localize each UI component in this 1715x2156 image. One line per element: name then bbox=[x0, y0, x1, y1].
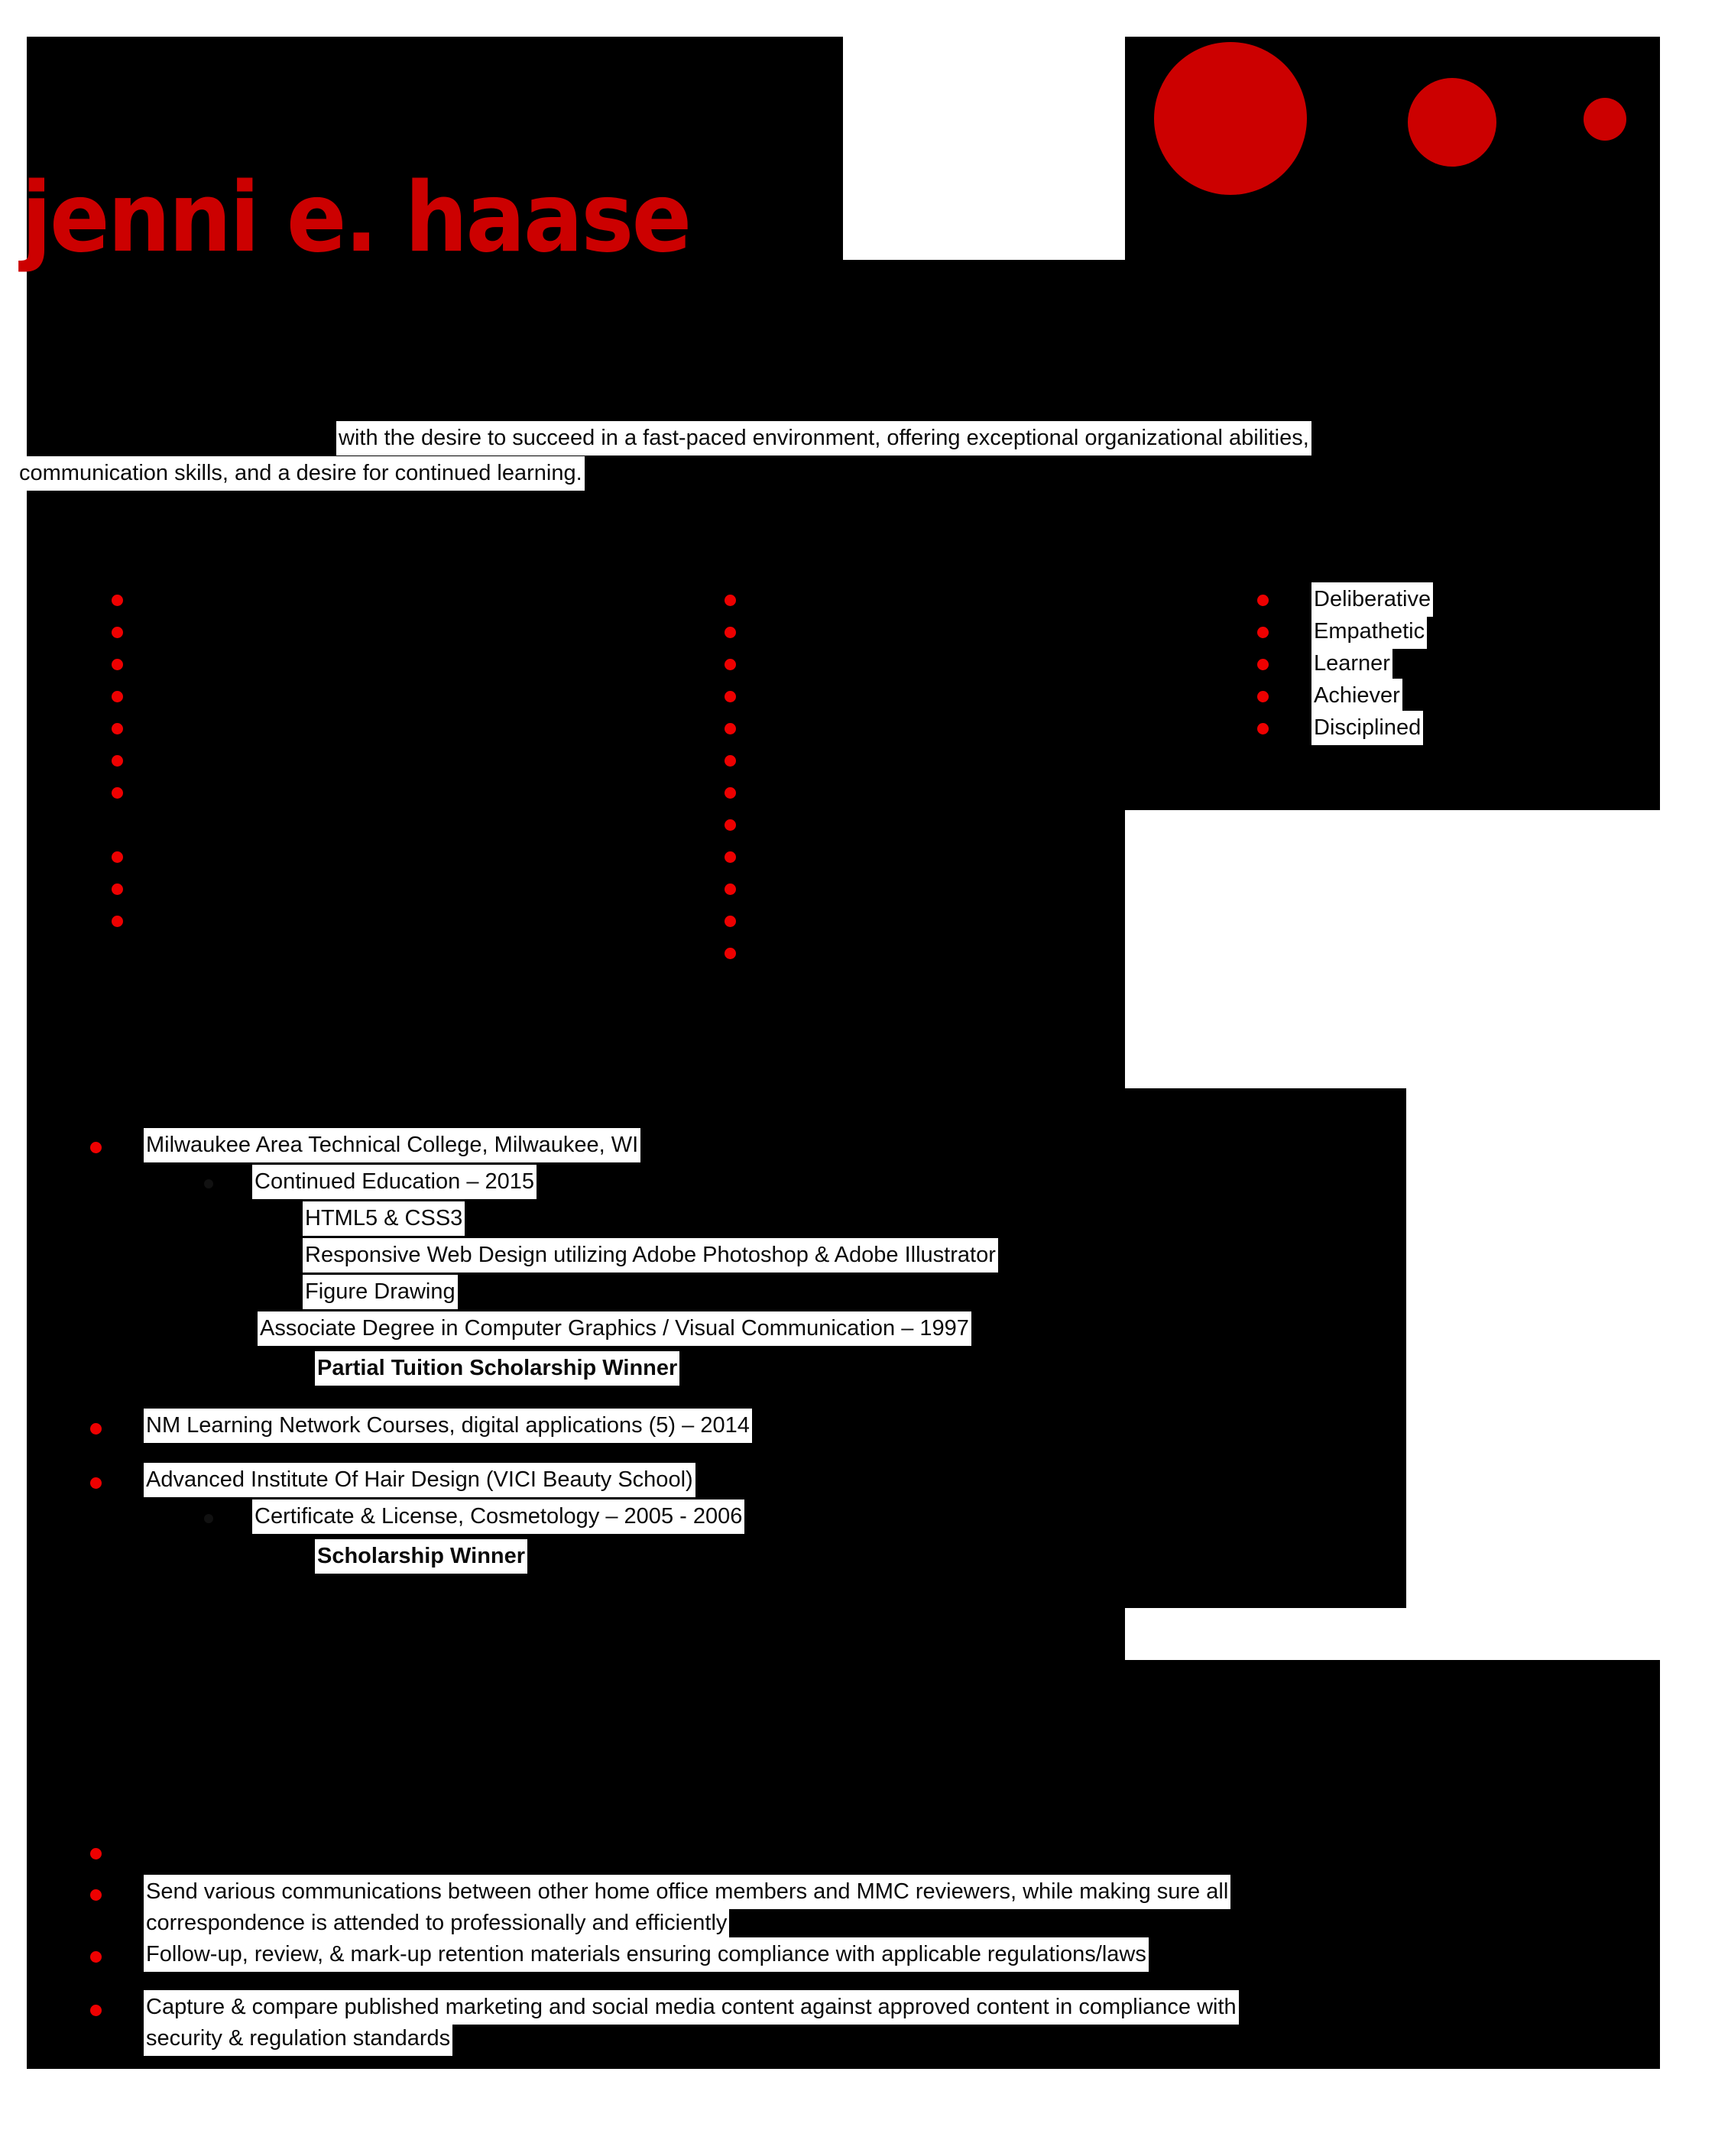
education-school: NM Learning Network Courses, digital app… bbox=[144, 1409, 752, 1443]
education-course: HTML5 & CSS3 bbox=[303, 1201, 465, 1236]
strength-bullet bbox=[1257, 627, 1269, 638]
skill-bullet-col2 bbox=[725, 787, 736, 799]
skill-bullet-col2 bbox=[725, 659, 736, 670]
education-course: Figure Drawing bbox=[303, 1275, 458, 1309]
strength-item: Deliberative bbox=[1311, 582, 1434, 617]
education-subitem: Continued Education – 2015 bbox=[252, 1165, 537, 1199]
experience-bullet bbox=[90, 1848, 102, 1859]
skill-bullet-col2 bbox=[725, 851, 736, 863]
skill-bullet-col2 bbox=[725, 948, 736, 959]
experience-line: Follow-up, review, & mark-up retention m… bbox=[144, 1937, 1149, 1972]
large-red-circle bbox=[1154, 42, 1307, 195]
skill-bullet-col2 bbox=[725, 723, 736, 734]
skill-bullet-col2 bbox=[725, 883, 736, 895]
black-panel-skills bbox=[27, 810, 1125, 1088]
skill-bullet-col1 bbox=[112, 883, 123, 895]
strength-item: Learner bbox=[1311, 647, 1392, 681]
strength-bullet bbox=[1257, 659, 1269, 670]
strength-item: Empathetic bbox=[1311, 614, 1428, 649]
experience-line: security & regulation standards bbox=[144, 2021, 453, 2056]
experience-bullet bbox=[90, 1951, 102, 1963]
experience-bullet bbox=[90, 2005, 102, 2016]
experience-line: correspondence is attended to profession… bbox=[144, 1906, 730, 1940]
education-school: Advanced Institute Of Hair Design (VICI … bbox=[144, 1463, 695, 1497]
education-degree: Associate Degree in Computer Graphics / … bbox=[258, 1311, 971, 1346]
black-panel-top-left bbox=[27, 37, 843, 260]
summary-line-2: communication skills, and a desire for c… bbox=[17, 456, 585, 491]
skill-bullet-col2 bbox=[725, 691, 736, 702]
education-school: Milwaukee Area Technical College, Milwau… bbox=[144, 1128, 641, 1162]
education-subitem: Certificate & License, Cosmetology – 200… bbox=[252, 1499, 745, 1534]
skill-bullet-col2 bbox=[725, 916, 736, 927]
strength-bullet bbox=[1257, 595, 1269, 606]
skill-bullet-col2 bbox=[725, 595, 736, 606]
skill-bullet-col2 bbox=[725, 819, 736, 831]
strength-item: Achiever bbox=[1311, 679, 1402, 713]
education-subbullet bbox=[204, 1179, 213, 1188]
education-course: Responsive Web Design utilizing Adobe Ph… bbox=[303, 1238, 998, 1273]
strength-bullet bbox=[1257, 723, 1269, 734]
strength-item: Disciplined bbox=[1311, 711, 1424, 745]
skill-bullet-col1 bbox=[112, 627, 123, 638]
skill-bullet-col2 bbox=[725, 755, 736, 767]
small-red-circle bbox=[1584, 98, 1626, 141]
skill-bullet-col1 bbox=[112, 851, 123, 863]
summary-line-1: with the desire to succeed in a fast-pac… bbox=[336, 421, 1311, 456]
medium-red-circle bbox=[1408, 78, 1496, 167]
skill-bullet-col1 bbox=[112, 595, 123, 606]
education-award: Partial Tuition Scholarship Winner bbox=[315, 1351, 680, 1386]
skill-bullet-col1 bbox=[112, 787, 123, 799]
education-award: Scholarship Winner bbox=[315, 1539, 528, 1574]
experience-line: Send various communications between othe… bbox=[144, 1875, 1231, 1909]
skill-bullet-col1 bbox=[112, 916, 123, 927]
education-bullet bbox=[90, 1477, 102, 1489]
education-subbullet bbox=[204, 1514, 213, 1523]
skill-bullet-col2 bbox=[725, 627, 736, 638]
skill-bullet-col1 bbox=[112, 723, 123, 734]
strength-bullet bbox=[1257, 691, 1269, 702]
education-bullet bbox=[90, 1423, 102, 1435]
page-title: jenni e. haase bbox=[21, 161, 692, 274]
experience-line: Capture & compare published marketing an… bbox=[144, 1990, 1239, 2025]
skill-bullet-col1 bbox=[112, 659, 123, 670]
skill-bullet-col1 bbox=[112, 755, 123, 767]
experience-bullet bbox=[90, 1889, 102, 1901]
black-panel-education-lower bbox=[27, 1608, 1125, 1660]
skill-bullet-col1 bbox=[112, 691, 123, 702]
education-bullet bbox=[90, 1142, 102, 1153]
